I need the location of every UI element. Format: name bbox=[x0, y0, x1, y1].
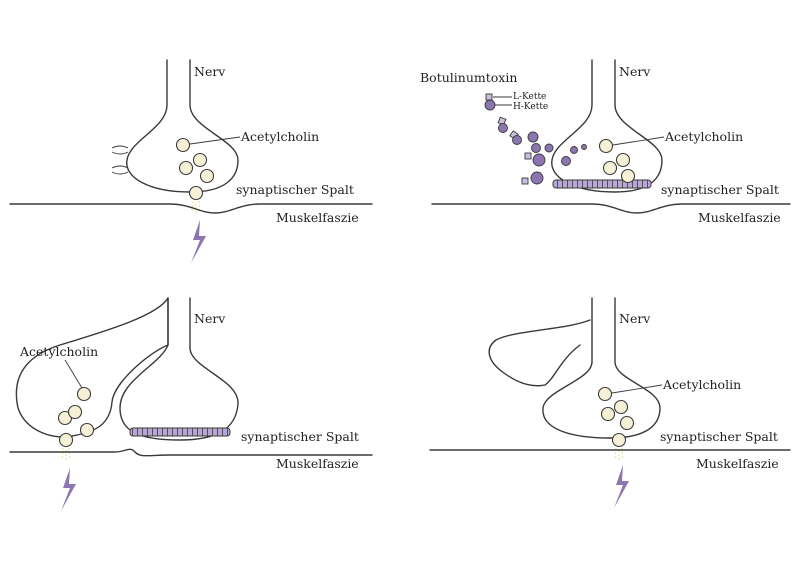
panel-normal-transmission: Nerv Acetylcholin synaptischer Spalt Mus… bbox=[9, 59, 373, 263]
vesicle bbox=[620, 168, 636, 184]
acetylcholine-release bbox=[614, 447, 624, 462]
toxin-heavy-chain bbox=[570, 146, 578, 154]
vesicle bbox=[79, 422, 95, 438]
vesicle bbox=[613, 399, 629, 415]
acetylcholine-release bbox=[61, 447, 71, 462]
muscle-fascia-line bbox=[9, 203, 373, 214]
fascia-label: Muskelfaszie bbox=[698, 210, 781, 225]
vesicle-releasing bbox=[58, 432, 74, 448]
toxin-heavy-chain bbox=[581, 144, 587, 150]
vesicle bbox=[600, 406, 616, 422]
muscle-fascia-line bbox=[431, 203, 791, 214]
cleft-label: synaptischer Spalt bbox=[236, 182, 354, 197]
vesicle bbox=[175, 137, 191, 153]
label-leader bbox=[612, 136, 665, 146]
cleft-label: synaptischer Spalt bbox=[241, 429, 359, 444]
nerve-label: Nerv bbox=[619, 64, 651, 79]
nerve-terminal-outline bbox=[119, 297, 239, 441]
panel-toxin-binding: Botulinumtoxin L-Kette H-Kette Nerv Acet… bbox=[420, 59, 791, 225]
fascia-label: Muskelfaszie bbox=[696, 456, 779, 471]
vesicle bbox=[76, 386, 92, 402]
membrane-anchor bbox=[111, 145, 129, 175]
label-leader bbox=[64, 359, 83, 389]
l-chain-label: L-Kette bbox=[513, 92, 546, 102]
label-leader bbox=[189, 136, 241, 145]
vesicle bbox=[619, 415, 635, 431]
fascia-label: Muskelfaszie bbox=[276, 210, 359, 225]
muscle-impulse-bolt bbox=[61, 468, 76, 511]
cleft-label: synaptischer Spalt bbox=[660, 429, 778, 444]
toxin-heavy-chain bbox=[498, 123, 508, 133]
toxin-light-chain bbox=[524, 152, 532, 160]
vesicle bbox=[598, 138, 614, 154]
vesicle bbox=[67, 404, 83, 420]
toxin-heavy-chain bbox=[544, 143, 554, 153]
vesicle bbox=[199, 168, 215, 184]
acetylcholine-label: Acetylcholin bbox=[19, 344, 98, 359]
vesicle bbox=[615, 152, 631, 168]
receptor-ticks bbox=[553, 180, 651, 188]
toxin-label: Botulinumtoxin bbox=[420, 70, 517, 85]
sprout-terminal-outline bbox=[15, 297, 169, 438]
vesicle-releasing bbox=[188, 185, 204, 201]
muscle-impulse-bolt bbox=[614, 465, 629, 508]
panel-nerve-sprouting: Acetylcholin Nerv synaptischer Spalt Mus… bbox=[9, 297, 373, 511]
nerve-terminal-outline bbox=[542, 297, 661, 439]
nerve-label: Nerv bbox=[619, 311, 651, 326]
cleft-label: synaptischer Spalt bbox=[661, 182, 779, 197]
muscle-fascia-line bbox=[9, 448, 373, 457]
vesicle-releasing bbox=[611, 432, 627, 448]
toxin-heavy-chain bbox=[561, 156, 571, 166]
toxin-heavy-chain bbox=[527, 131, 539, 143]
toxin-heavy-chain bbox=[484, 99, 496, 111]
toxin-light-chain bbox=[521, 177, 529, 185]
toxin-heavy-chain bbox=[512, 135, 522, 145]
toxin-heavy-chain bbox=[532, 153, 546, 167]
toxin-light-chain bbox=[485, 93, 493, 101]
acetylcholine-label: Acetylcholin bbox=[662, 377, 741, 392]
h-chain-label: H-Kette bbox=[513, 102, 548, 112]
vesicle bbox=[192, 152, 208, 168]
vesicle bbox=[178, 160, 194, 176]
toxin-heavy-chain bbox=[530, 171, 544, 185]
nerve-label: Nerv bbox=[194, 64, 226, 79]
receptor-ticks bbox=[130, 428, 230, 436]
fascia-label: Muskelfaszie bbox=[276, 456, 359, 471]
vesicle bbox=[602, 160, 618, 176]
muscle-impulse-bolt bbox=[191, 220, 206, 263]
acetylcholine-label: Acetylcholin bbox=[664, 129, 743, 144]
toxin-heavy-chain bbox=[531, 143, 541, 153]
regressing-sprout-outline bbox=[488, 319, 591, 387]
vesicle bbox=[597, 386, 613, 402]
label-leader bbox=[611, 384, 663, 394]
nerve-label: Nerv bbox=[194, 311, 226, 326]
acetylcholine-label: Acetylcholin bbox=[240, 129, 319, 144]
panel-recovery: Nerv Acetylcholin synaptischer Spalt Mus… bbox=[429, 297, 791, 508]
